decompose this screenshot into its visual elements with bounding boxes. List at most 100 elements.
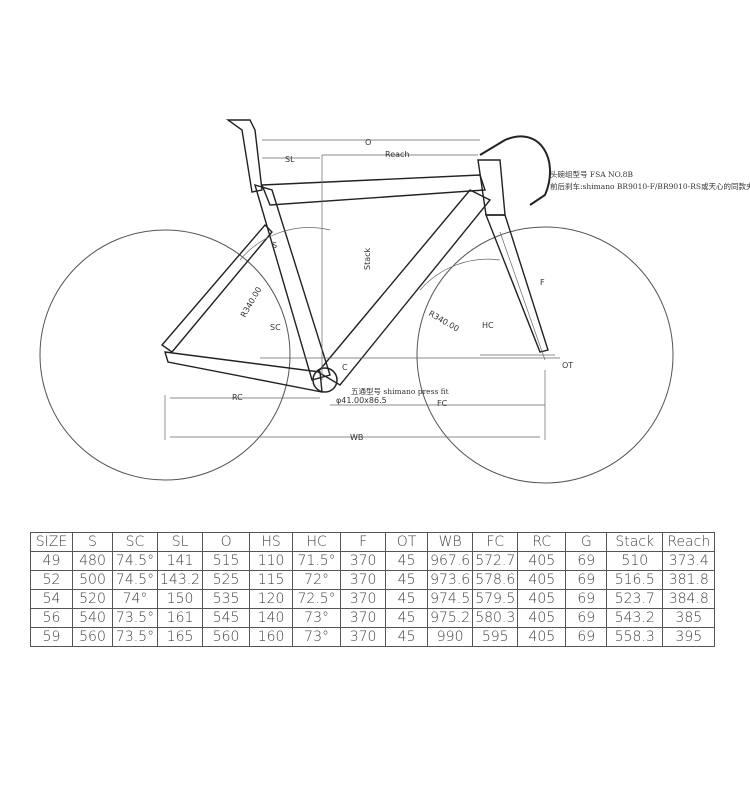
head-tube bbox=[477, 159, 506, 216]
table-cell: 974.5 bbox=[427, 589, 474, 609]
column-header: Stack bbox=[606, 532, 664, 552]
column-header: F bbox=[340, 532, 387, 552]
table-cell: 373.4 bbox=[662, 551, 716, 571]
column-header: S bbox=[72, 532, 113, 552]
top-tube bbox=[260, 174, 486, 206]
table-cell: 579.5 bbox=[472, 589, 519, 609]
table-cell: 405 bbox=[517, 570, 567, 590]
table-cell: 990 bbox=[427, 627, 474, 647]
table-cell: 73.5° bbox=[112, 608, 158, 628]
table-cell: 535 bbox=[202, 589, 251, 609]
table-cell: 69 bbox=[565, 551, 608, 571]
label-ot: OT bbox=[562, 361, 573, 370]
table-cell: 384.8 bbox=[662, 589, 716, 609]
table-cell: 540 bbox=[72, 608, 113, 628]
table-cell: 73° bbox=[292, 627, 342, 647]
column-header: RC bbox=[517, 532, 567, 552]
table-cell: 45 bbox=[385, 608, 429, 628]
note-bottom-bracket: 五通型号 shimano press fit bbox=[351, 387, 449, 396]
table-cell: 141 bbox=[156, 551, 204, 571]
table-cell: 370 bbox=[340, 627, 387, 647]
handlebar bbox=[479, 135, 551, 206]
label-sl: SL bbox=[285, 155, 295, 164]
table-cell: 543.2 bbox=[606, 608, 664, 628]
bike-frame-drawing: O SL Reach Stack S SC HC F OT C RC FC WB… bbox=[39, 119, 674, 484]
table-cell: 560 bbox=[202, 627, 251, 647]
note-brakes: 前后刹车:shimano BR9010-F/BR9010-RS或天心的同款夹器 bbox=[550, 182, 750, 191]
label-radius-front: R340.00 bbox=[427, 309, 461, 334]
table-cell: 73.5° bbox=[112, 627, 158, 647]
label-o: O bbox=[365, 138, 371, 147]
table-cell: 160 bbox=[249, 627, 294, 647]
table-cell: 523.7 bbox=[606, 589, 664, 609]
rear-wheel bbox=[39, 229, 291, 481]
column-header: FC bbox=[472, 532, 519, 552]
table-cell: 120 bbox=[249, 589, 294, 609]
table-cell: 110 bbox=[249, 551, 294, 571]
table-cell: 73° bbox=[292, 608, 342, 628]
label-sc: SC bbox=[270, 323, 281, 332]
label-s: S bbox=[272, 241, 277, 250]
table-cell: 975.2 bbox=[427, 608, 474, 628]
column-header: HS bbox=[249, 532, 294, 552]
column-header: SL bbox=[156, 532, 204, 552]
table-cell: 69 bbox=[565, 627, 608, 647]
table-cell: 45 bbox=[385, 570, 429, 590]
table-cell: 72.5° bbox=[292, 589, 342, 609]
table-cell: 74° bbox=[112, 589, 158, 609]
table-cell: 52 bbox=[30, 570, 73, 590]
label-stack: Stack bbox=[363, 247, 372, 270]
table-cell: 115 bbox=[249, 570, 294, 590]
table-cell: 967.6 bbox=[427, 551, 474, 571]
label-bb-dimension: φ41.00x86.5 bbox=[336, 396, 387, 405]
table-cell: 572.7 bbox=[472, 551, 519, 571]
table-cell: 370 bbox=[340, 608, 387, 628]
table-cell: 74.5° bbox=[112, 551, 158, 571]
label-hc: HC bbox=[482, 321, 494, 330]
table-cell: 370 bbox=[340, 551, 387, 571]
table-cell: 45 bbox=[385, 551, 429, 571]
fork bbox=[484, 214, 549, 353]
table-cell: 381.8 bbox=[662, 570, 716, 590]
table-cell: 69 bbox=[565, 608, 608, 628]
table-cell: 405 bbox=[517, 627, 567, 647]
label-reach: Reach bbox=[385, 150, 410, 159]
table-cell: 500 bbox=[72, 570, 113, 590]
table-cell: 69 bbox=[565, 589, 608, 609]
table-cell: 520 bbox=[72, 589, 113, 609]
bottom-bracket bbox=[312, 367, 338, 393]
label-f: F bbox=[540, 278, 545, 287]
table-cell: 143.2 bbox=[156, 570, 204, 590]
label-wb: WB bbox=[350, 433, 363, 442]
column-header: O bbox=[202, 532, 251, 552]
seat-tube bbox=[253, 183, 331, 381]
table-cell: 59 bbox=[30, 627, 73, 647]
table-cell: 45 bbox=[385, 627, 429, 647]
table-cell: 578.6 bbox=[472, 570, 519, 590]
table-cell: 165 bbox=[156, 627, 204, 647]
table-cell: 560 bbox=[72, 627, 113, 647]
table-cell: 515 bbox=[202, 551, 251, 571]
table-cell: 72° bbox=[292, 570, 342, 590]
table-cell: 370 bbox=[340, 589, 387, 609]
table-cell: 45 bbox=[385, 589, 429, 609]
seat-post bbox=[225, 119, 263, 193]
table-cell: 150 bbox=[156, 589, 204, 609]
table-cell: 71.5° bbox=[292, 551, 342, 571]
table-cell: 74.5° bbox=[112, 570, 158, 590]
table-cell: 405 bbox=[517, 551, 567, 571]
table-cell: 395 bbox=[662, 627, 716, 647]
label-fc: FC bbox=[437, 399, 448, 408]
table-cell: 49 bbox=[30, 551, 73, 571]
table-cell: 69 bbox=[565, 570, 608, 590]
label-radius-rear: R340.00 bbox=[239, 285, 264, 319]
down-tube bbox=[316, 189, 492, 386]
table-cell: 510 bbox=[606, 551, 664, 571]
seat-stay bbox=[160, 223, 273, 353]
column-header: G bbox=[565, 532, 608, 552]
